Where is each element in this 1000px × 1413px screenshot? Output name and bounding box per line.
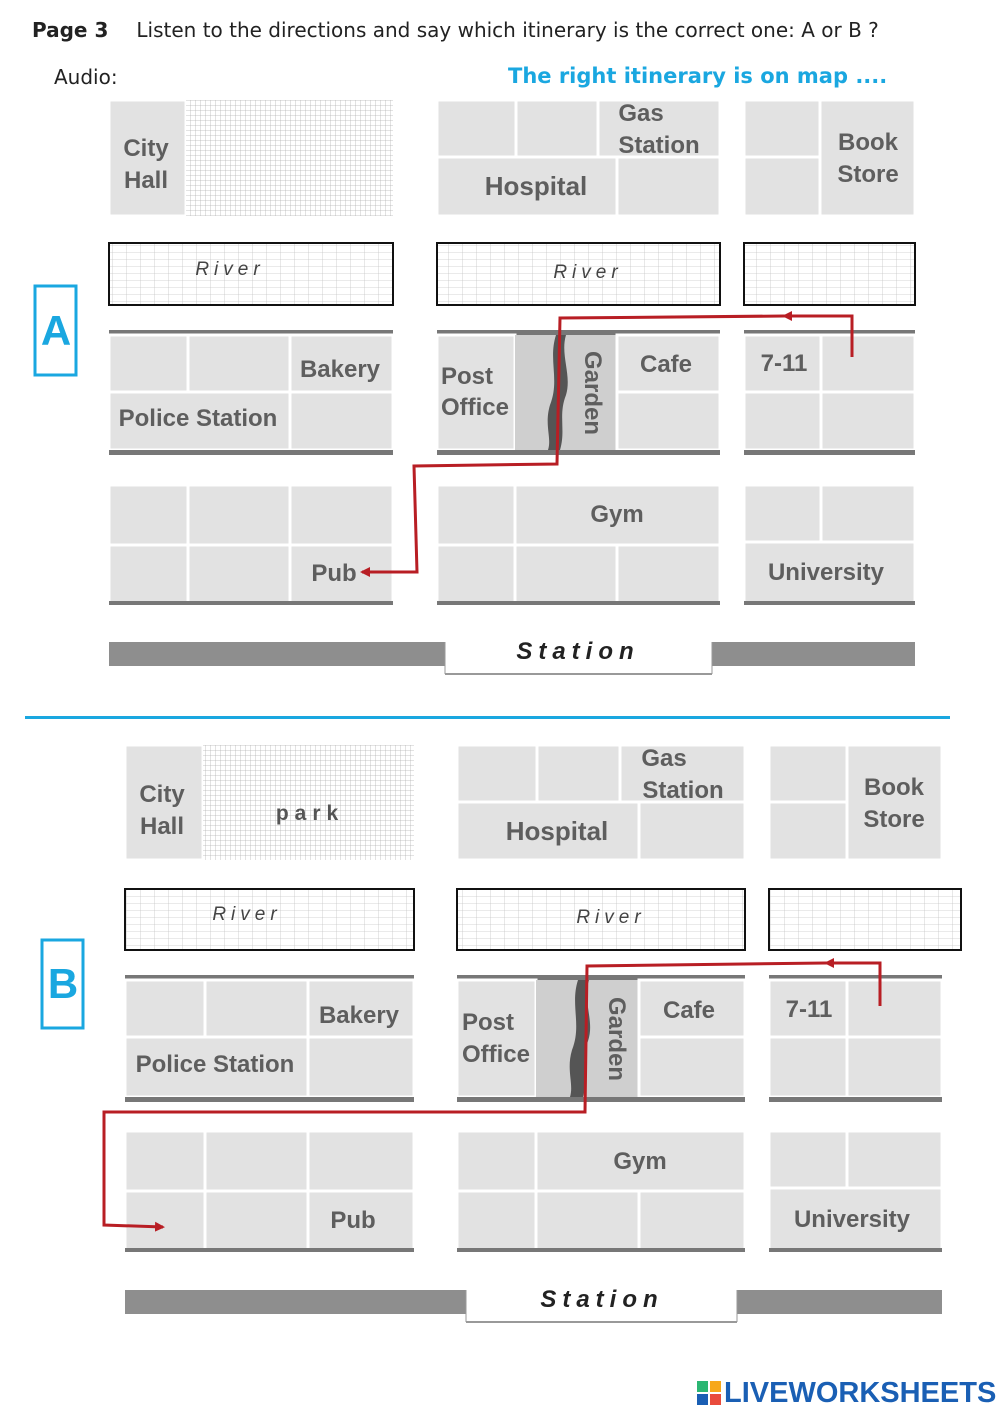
post-office-label: Post — [462, 1009, 514, 1036]
river-label-2: River — [576, 907, 645, 928]
page-label: Page 3 — [32, 18, 109, 42]
garden-label: Garden — [603, 997, 630, 1081]
book-store-label-2: Store — [863, 806, 924, 833]
river-label: River — [212, 904, 281, 925]
map-b-letter-box[interactable] — [40, 938, 85, 1030]
police-station-label: Police Station — [119, 405, 278, 432]
map-a-letter: A — [41, 307, 71, 354]
post-office-label-2: Office — [441, 394, 509, 421]
book-store-label: Book — [838, 129, 899, 156]
answer-text: The right itinerary is on map .... — [508, 64, 888, 88]
bakery-label: Bakery — [319, 1002, 400, 1029]
gym-label: Gym — [590, 501, 643, 528]
city-hall-label: City — [139, 781, 185, 808]
university-label: University — [768, 559, 885, 586]
park-area — [186, 100, 393, 216]
post-office-label-2: Office — [462, 1041, 530, 1068]
hospital-label: Hospital — [506, 816, 609, 846]
police-station-label: Police Station — [136, 1051, 295, 1078]
book-store-label-2: Store — [837, 161, 898, 188]
route-a — [782, 311, 854, 357]
city-hall-label: City — [123, 135, 169, 162]
route-b-2 — [102, 961, 827, 1232]
audio-label: Audio: — [54, 65, 118, 89]
instruction-text: Listen to the directions and say which i… — [136, 18, 879, 42]
university-label: University — [794, 1206, 911, 1233]
pub-label: Pub — [311, 560, 356, 587]
station-label: Station — [540, 1286, 663, 1313]
gas-station-label: Gas — [618, 100, 663, 127]
cafe-label: Cafe — [663, 997, 715, 1024]
seven-eleven-label: 7-11 — [761, 350, 808, 377]
map-b-letter: B — [48, 960, 78, 1007]
pub-label: Pub — [330, 1207, 375, 1234]
gas-station-label: Gas — [641, 745, 686, 772]
liveworksheets-logo: LIVEWORKSHEETS — [724, 1377, 997, 1409]
river-label: River — [195, 259, 264, 280]
station-label: Station — [516, 638, 639, 665]
bakery-label: Bakery — [300, 356, 381, 383]
gas-station-label-2: Station — [642, 777, 723, 804]
liveworksheets-logo-icon — [697, 1381, 721, 1405]
gym-label: Gym — [613, 1148, 666, 1175]
seven-eleven-label: 7-11 — [786, 996, 833, 1023]
gas-station-label-2: Station — [618, 132, 699, 159]
garden-label: Garden — [579, 351, 606, 435]
river-label-2: River — [553, 262, 622, 283]
cafe-label: Cafe — [640, 351, 692, 378]
map-a: A City Hall Gas Station Hospital Book St… — [33, 98, 917, 675]
hospital-label: Hospital — [485, 171, 588, 201]
map-a-letter-box[interactable] — [33, 284, 78, 377]
route-b — [824, 958, 882, 1006]
route-a-2 — [360, 314, 785, 577]
section-divider — [25, 716, 950, 719]
page-header: Page 3 Listen to the directions and say w… — [32, 18, 879, 42]
book-store-label: Book — [864, 774, 925, 801]
city-hall-label-2: Hall — [124, 167, 168, 194]
park-label: park — [276, 802, 344, 825]
city-hall-label-2: Hall — [140, 813, 184, 840]
post-office-label: Post — [441, 363, 493, 390]
